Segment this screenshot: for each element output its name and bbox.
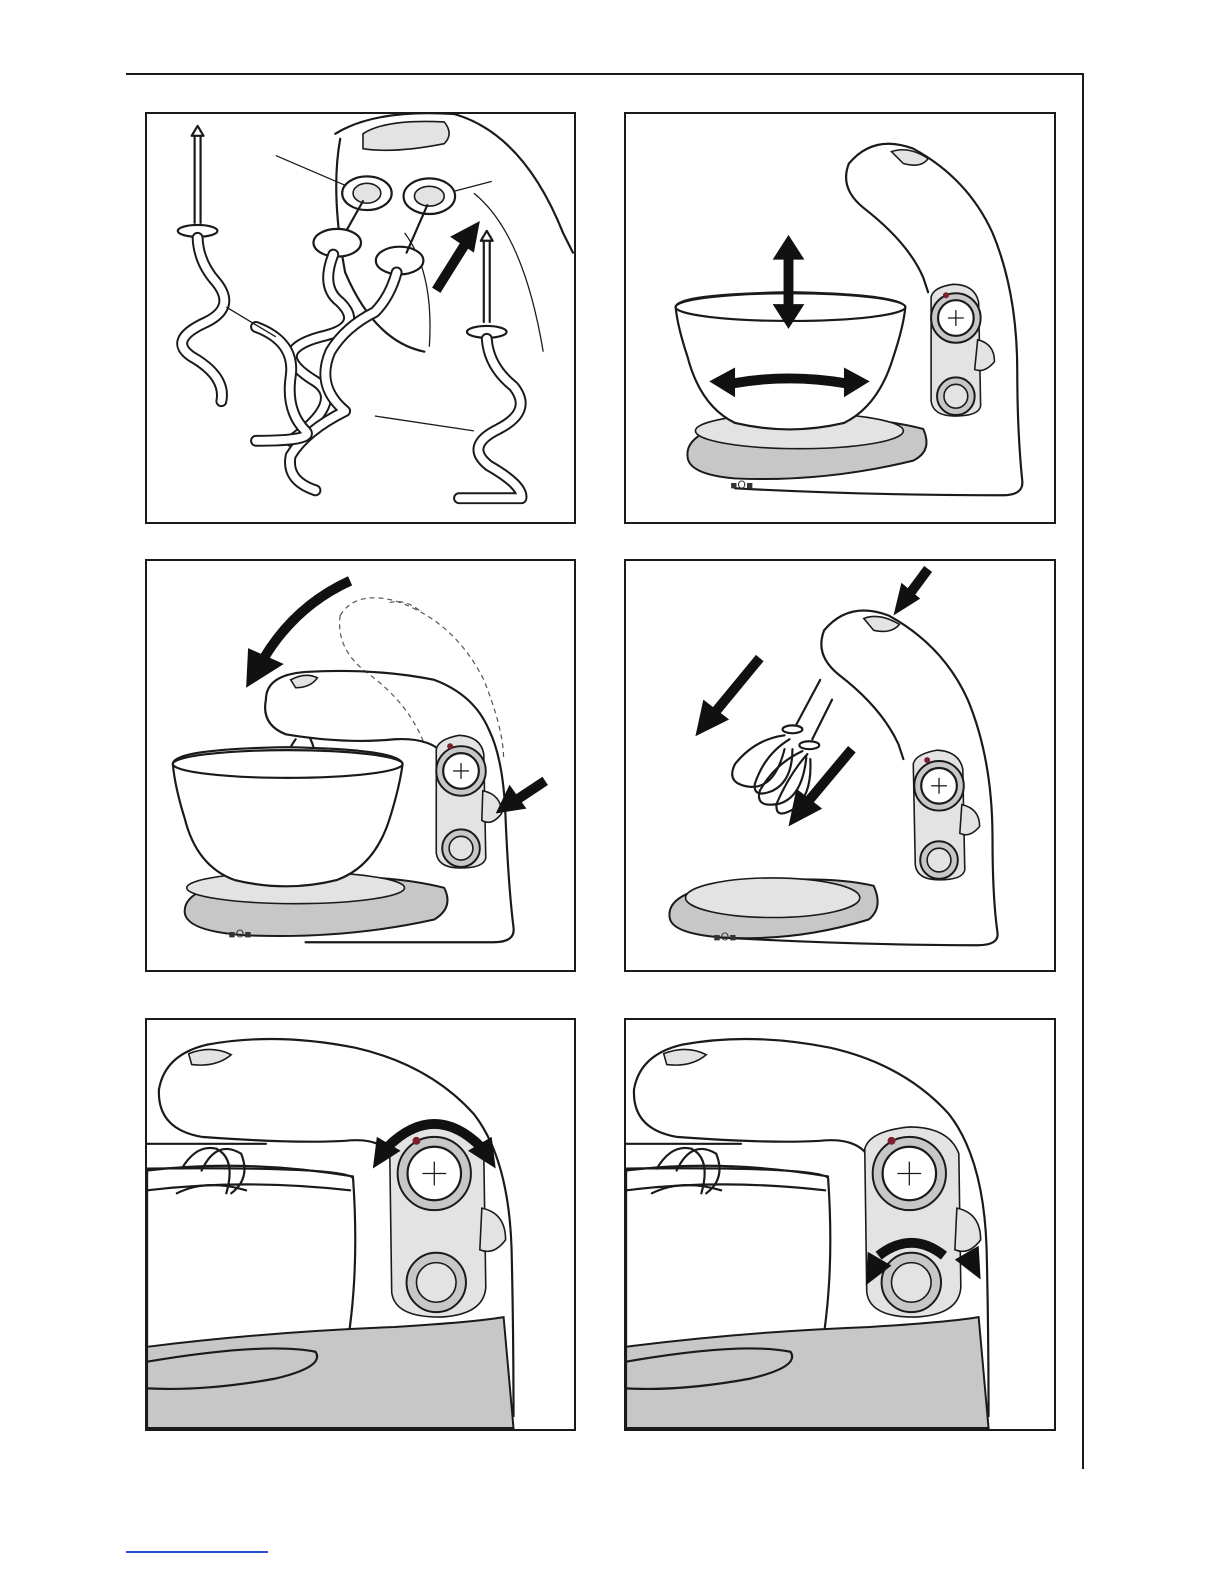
svg-text:▪O▪: ▪O▪ — [713, 930, 736, 943]
insert-arrow-icon — [695, 658, 759, 736]
timer-dial-rotation-illustration — [626, 1020, 1054, 1429]
figure-timer-dial-rotation — [624, 1018, 1056, 1431]
speed-dial-rotation-illustration — [147, 1020, 574, 1429]
dough-hook-icon — [178, 126, 225, 401]
figure-attach-beaters: ▪O▪ — [624, 559, 1056, 972]
dough-hook-icon — [459, 231, 521, 498]
figure-speed-dial-rotation — [145, 1018, 576, 1431]
attach-beaters-illustration: ▪O▪ — [626, 561, 1054, 970]
dough-hook-icon — [256, 201, 427, 490]
figure-lower-mixer-head: ▪O▪ — [145, 559, 576, 972]
release-button — [482, 791, 502, 823]
svg-text:▪O▪: ▪O▪ — [228, 927, 251, 940]
bowl-positioning-illustration: ▪O▪ — [626, 114, 1054, 522]
right-rule — [1082, 73, 1084, 1469]
lower-mixer-head-illustration: ▪O▪ — [147, 561, 574, 970]
dough-hooks-illustration — [147, 114, 574, 522]
top-rule — [126, 73, 1084, 75]
figure-bowl-positioning: ▪O▪ — [624, 112, 1056, 524]
figure-dough-hooks — [145, 112, 576, 524]
footer-underline — [126, 1551, 268, 1553]
svg-text:▪O▪: ▪O▪ — [730, 478, 753, 491]
insert-arrow-icon — [436, 221, 480, 290]
press-arrow-icon — [893, 569, 928, 616]
